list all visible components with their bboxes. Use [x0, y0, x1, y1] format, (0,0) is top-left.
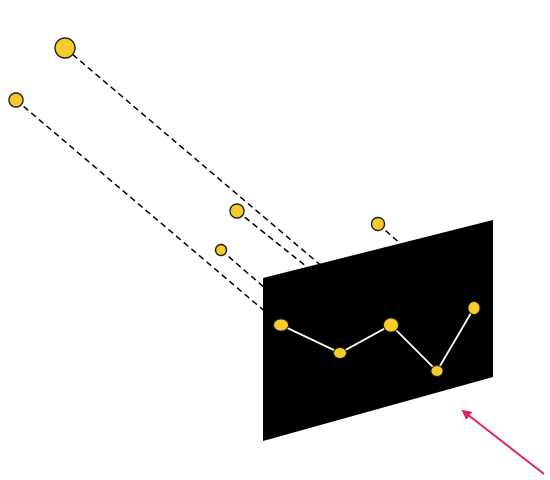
projected-star-2	[273, 318, 289, 332]
projected-star-3	[430, 365, 444, 377]
star-4	[214, 243, 228, 257]
projection-line-4	[220, 249, 341, 354]
projection-screen	[263, 220, 493, 441]
projection-line-1	[64, 47, 392, 326]
projected-stars	[273, 301, 481, 377]
projection-line-3	[236, 210, 438, 372]
projected-star-1	[383, 317, 399, 333]
stars	[8, 37, 386, 257]
star-5	[370, 216, 386, 232]
projection-line-2	[15, 99, 282, 326]
star-2	[8, 92, 24, 108]
projected-star-5	[467, 301, 481, 315]
viewing-direction-arrow	[461, 409, 545, 475]
star-1	[54, 37, 76, 59]
projected-star-4	[333, 347, 347, 359]
projection-line-5	[377, 223, 475, 309]
projection-lines	[15, 47, 475, 372]
star-3	[229, 203, 245, 219]
